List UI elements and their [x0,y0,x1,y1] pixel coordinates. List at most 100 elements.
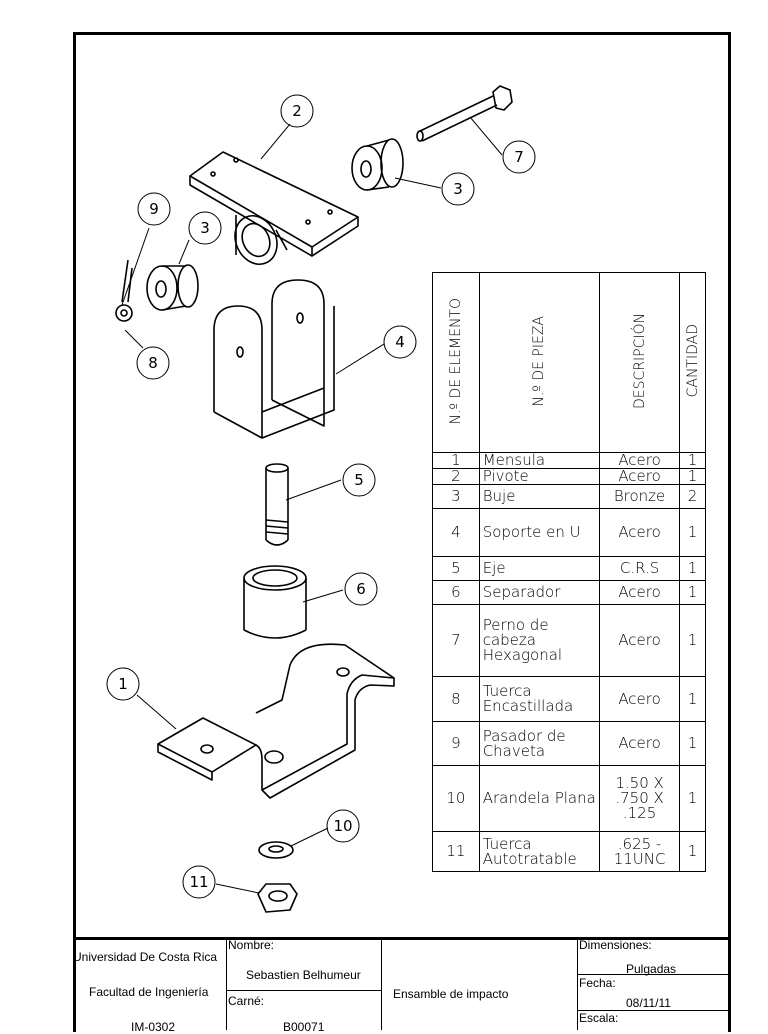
bom-cell: 8 [432,676,480,722]
bom-cell: Acero [599,604,681,677]
bom-cell: Arandela Plana [478,765,601,832]
bom-cell: Eje [478,556,601,581]
balloon-label: 9 [149,200,159,218]
bom-cell: 1 [679,580,706,605]
bom-cell: 2 [679,484,706,509]
bom-cell: 2 [432,468,480,485]
bom-cell: .625 - 11UNC [599,831,681,872]
bom-cell: 4 [432,508,480,557]
part-8-castle-nut-drawing [115,304,133,322]
bom-header-description: DESCRIPCIÓN [599,272,681,453]
bom-cell: Buje [478,484,601,509]
bom-cell: Tuerca Autotratable [478,831,601,872]
title-block: Universidad De Costa Rica Facultad de In… [73,937,731,1034]
part-7-bolt-drawing [416,85,513,142]
name-value: Sebastien Belhumeur [246,968,361,982]
balloon-label: 8 [148,354,158,372]
drawing-title: Ensamble de impacto [393,987,509,1001]
bom-cell: 1.50 X .750 X .125 [599,765,681,832]
bom-cell: Acero [599,508,681,557]
bom-cell: Soporte en U [478,508,601,557]
bom-cell: Acero [599,468,681,485]
balloon-label: 3 [453,180,463,198]
part-3-bushing-drawing [146,138,404,311]
balloon-label: 2 [292,102,302,120]
bom-cell: 1 [679,721,706,766]
part-2-pivot-drawing [189,151,359,265]
bom-cell: Bronze [599,484,681,509]
bill-of-materials-table: N.º DE ELEMENTO N.º DE PIEZA DESCRIPCIÓN… [432,272,706,872]
balloon-label: 6 [356,580,366,598]
part-10-washer-drawing [258,841,294,859]
balloon-label: 1 [118,675,128,693]
drawing-frame [73,32,731,1032]
part-1-bracket-drawing [157,643,395,799]
university-label: Universidad De Costa Rica [73,950,218,964]
part-5-shaft-drawing [265,463,289,546]
balloon-label: 4 [395,333,405,351]
carne-label: Carné: [228,994,265,1008]
dimensions-label: Dimensiones: [579,938,652,952]
bom-cell: 1 [679,452,706,469]
balloon-label: 11 [189,873,208,891]
bom-cell: 10 [432,765,480,832]
balloon-label: 10 [333,817,352,835]
bom-cell: Tuerca Encastillada [478,676,601,722]
bom-cell: Mensula [478,452,601,469]
part-6-spacer-drawing [243,565,307,639]
balloon-label: 5 [354,471,364,489]
bom-cell: 6 [432,580,480,605]
date-label: Fecha: [579,976,616,990]
carne-value: B00071 [283,1020,325,1034]
part-9-cotter-pin-drawing [121,259,133,303]
bom-cell: 1 [679,556,706,581]
balloon-label: 7 [514,148,524,166]
part-11-nut-drawing [257,883,298,913]
part-4-u-support-drawing [213,279,335,439]
bom-cell: 1 [679,604,706,677]
scale-label: Escala: [579,1011,619,1025]
bom-cell: Perno de cabeza Hexagonal [478,604,601,677]
balloon-label: 3 [200,219,210,237]
bom-cell: Acero [599,580,681,605]
bom-cell: Acero [599,676,681,722]
bom-cell: 1 [679,468,706,485]
leader-lines [121,116,503,894]
bom-cell: 9 [432,721,480,766]
bom-cell: 11 [432,831,480,872]
bom-cell: Pasador de Chaveta [478,721,601,766]
faculty-label: Facultad de Ingeniería [89,985,209,999]
bom-cell: Pivote [478,468,601,485]
bom-header-element-number: N.º DE ELEMENTO [432,272,480,453]
bom-cell: 5 [432,556,480,581]
bom-cell: 7 [432,604,480,677]
date-value: 08/11/11 [626,996,671,1010]
bom-cell: 3 [432,484,480,509]
bom-cell: 1 [679,831,706,872]
bom-cell: 1 [679,676,706,722]
bom-cell: C.R.S [599,556,681,581]
bom-cell: Acero [599,721,681,766]
bom-cell: Separador [478,580,601,605]
dimensions-value: Pulgadas [626,962,677,976]
bom-header-part-number: N.º DE PIEZA [478,272,601,453]
bom-header-quantity: CANTIDAD [679,272,706,453]
bom-cell: 1 [679,765,706,832]
item-balloons [106,94,536,899]
name-label: Nombre: [228,938,275,952]
bom-cell: Acero [599,452,681,469]
bom-header-row: N.º DE ELEMENTO N.º DE PIEZA DESCRIPCIÓN… [432,272,706,453]
bom-cell: 1 [679,508,706,557]
